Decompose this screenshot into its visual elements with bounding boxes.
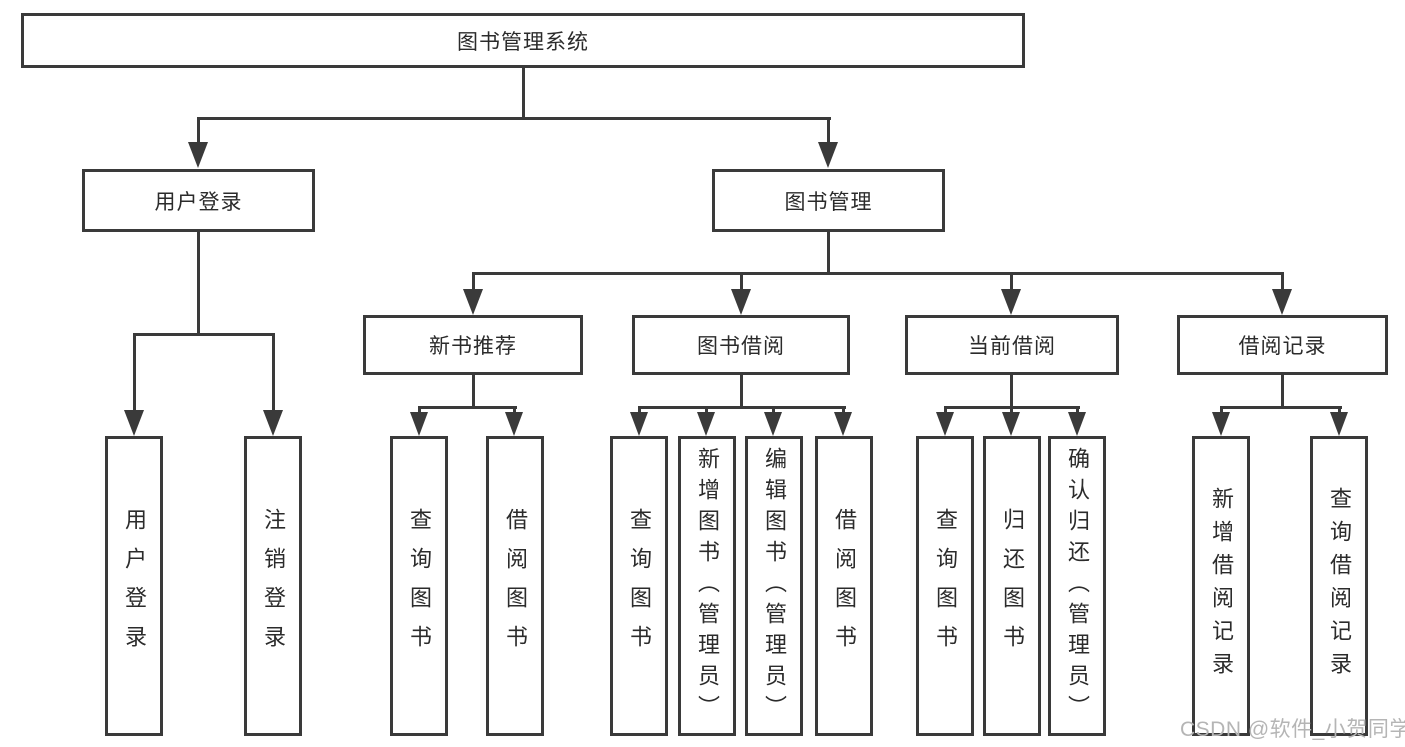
leaf-return-book-label: 归还图书 [1000, 508, 1025, 664]
node-borrow-records-label: 借阅记录 [1238, 335, 1327, 358]
connector [1220, 406, 1223, 414]
leaf-logout-login: 注销登录 [244, 436, 302, 736]
connector [772, 406, 775, 414]
arrowhead-down [731, 289, 751, 315]
leaf-query-book-borrow-label: 查询图书 [627, 508, 652, 664]
leaf-query-borrow-record: 查询借阅记录 [1310, 436, 1368, 736]
node-borrow-records: 借阅记录 [1177, 315, 1388, 375]
connector [705, 406, 708, 414]
connector [197, 117, 200, 145]
leaf-confirm-return-admin-label: 确认归还（管理员） [1065, 446, 1090, 726]
arrowhead-down [410, 412, 428, 436]
connector [1010, 375, 1013, 408]
connector [1010, 406, 1013, 414]
arrowhead-down [764, 412, 782, 436]
node-current-borrow-label: 当前借阅 [968, 335, 1056, 358]
arrowhead-down [1212, 412, 1230, 436]
arrowhead-down [124, 410, 144, 436]
connector [1338, 406, 1341, 414]
leaf-query-book-borrow: 查询图书 [610, 436, 668, 736]
leaf-borrow-book-recommend-label: 借阅图书 [503, 508, 528, 664]
leaf-confirm-return-admin: 确认归还（管理员） [1048, 436, 1106, 736]
leaf-add-borrow-record-label: 新增借阅记录 [1209, 487, 1234, 685]
connector [272, 333, 275, 411]
leaf-user-login-label: 用户登录 [122, 508, 147, 664]
connector [472, 272, 475, 291]
arrowhead-down [818, 142, 838, 168]
leaf-return-book: 归还图书 [983, 436, 1041, 736]
connector [472, 272, 1284, 275]
node-book-management: 图书管理 [712, 169, 945, 232]
leaf-query-book-recommend: 查询图书 [390, 436, 448, 736]
arrowhead-down [1068, 412, 1086, 436]
connector [522, 68, 525, 119]
node-book-borrow: 图书借阅 [632, 315, 850, 375]
leaf-edit-book-admin: 编辑图书（管理员） [745, 436, 803, 736]
connector [418, 406, 517, 409]
connector [740, 375, 743, 408]
connector [1281, 375, 1284, 408]
csdn-watermark: CSDN @软件_小贺同学 [1180, 718, 1405, 741]
node-user-login: 用户登录 [82, 169, 315, 232]
leaf-edit-book-admin-label: 编辑图书（管理员） [762, 446, 787, 726]
connector [133, 333, 136, 411]
leaf-borrow-book: 借阅图书 [815, 436, 873, 736]
leaf-logout-login-label: 注销登录 [261, 508, 286, 664]
connector [1220, 406, 1342, 409]
connector [133, 333, 275, 336]
node-current-borrow: 当前借阅 [905, 315, 1119, 375]
connector [740, 272, 743, 291]
connector [197, 232, 200, 335]
arrowhead-down [463, 289, 483, 315]
arrowhead-down [697, 412, 715, 436]
connector [944, 406, 947, 414]
node-new-book-recommend-label: 新书推荐 [429, 335, 517, 358]
connector [1281, 272, 1284, 291]
connector [842, 406, 845, 414]
node-new-book-recommend: 新书推荐 [363, 315, 583, 375]
arrowhead-down [834, 412, 852, 436]
arrowhead-down [936, 412, 954, 436]
arrowhead-down [1001, 289, 1021, 315]
connector [197, 117, 831, 120]
arrowhead-down [188, 142, 208, 168]
leaf-user-login: 用户登录 [105, 436, 163, 736]
leaf-query-borrow-record-label: 查询借阅记录 [1327, 487, 1352, 685]
arrowhead-down [505, 412, 523, 436]
connector [827, 117, 830, 145]
leaf-borrow-book-recommend: 借阅图书 [486, 436, 544, 736]
arrowhead-down [263, 410, 283, 436]
arrowhead-down [1330, 412, 1348, 436]
leaf-query-book-current: 查询图书 [916, 436, 974, 736]
node-root: 图书管理系统 [21, 13, 1025, 68]
node-root-label: 图书管理系统 [457, 30, 589, 54]
arrowhead-down [630, 412, 648, 436]
connector [472, 375, 475, 408]
connector [1010, 272, 1013, 291]
arrowhead-down [1272, 289, 1292, 315]
connector [638, 406, 641, 414]
node-book-borrow-label: 图书借阅 [697, 335, 785, 358]
arrowhead-down [1002, 412, 1020, 436]
node-user-login-label: 用户登录 [154, 190, 243, 214]
node-book-management-label: 图书管理 [784, 190, 873, 214]
leaf-add-book-admin-label: 新增图书（管理员） [695, 446, 720, 726]
leaf-add-borrow-record: 新增借阅记录 [1192, 436, 1250, 736]
leaf-query-book-recommend-label: 查询图书 [407, 508, 432, 664]
leaf-borrow-book-label: 借阅图书 [832, 508, 857, 664]
connector [1076, 406, 1079, 414]
connector [513, 406, 516, 414]
connector [418, 406, 421, 414]
leaf-query-book-current-label: 查询图书 [933, 508, 958, 664]
leaf-add-book-admin: 新增图书（管理员） [678, 436, 736, 736]
connector [827, 232, 830, 274]
connector [638, 406, 846, 409]
